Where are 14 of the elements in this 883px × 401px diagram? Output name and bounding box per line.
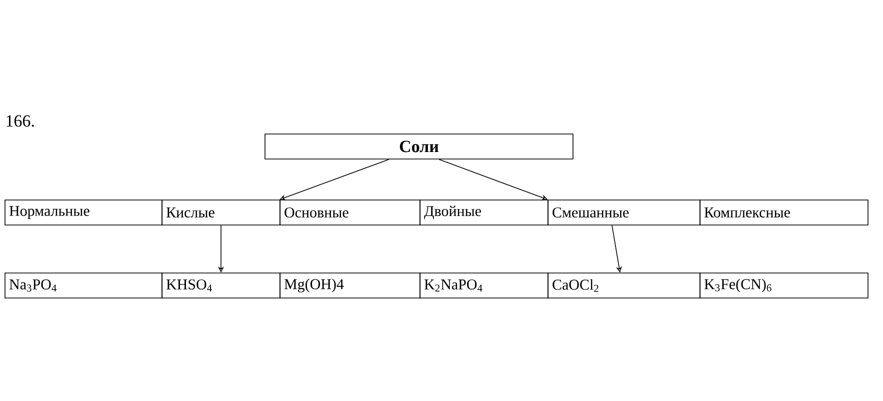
problem-number: 166. bbox=[6, 115, 34, 127]
table-cell: Основные bbox=[280, 200, 420, 226]
table-cell: Кислые bbox=[162, 200, 280, 226]
table-cell: Комплексные bbox=[700, 200, 868, 226]
table-cell: Нормальные bbox=[4, 200, 162, 226]
table-cell: Двойные bbox=[420, 200, 548, 226]
table-cell: Na$_{3}$PO$_{4}$ bbox=[4, 272, 162, 298]
table-cell: Смешанные bbox=[548, 200, 700, 226]
table-cell: K$_{3}$Fe(CN)$_{6}$ bbox=[700, 272, 868, 298]
table-cell: KHSO$_{4}$ bbox=[162, 272, 280, 298]
table-cell: CaOCl$_{2}$ bbox=[548, 272, 700, 298]
title-box: Соли bbox=[264, 134, 574, 160]
table-cell: K$_{2}$NaPO$_{4}$ bbox=[420, 272, 548, 298]
table-cell: Mg(OH)4 bbox=[280, 272, 420, 298]
